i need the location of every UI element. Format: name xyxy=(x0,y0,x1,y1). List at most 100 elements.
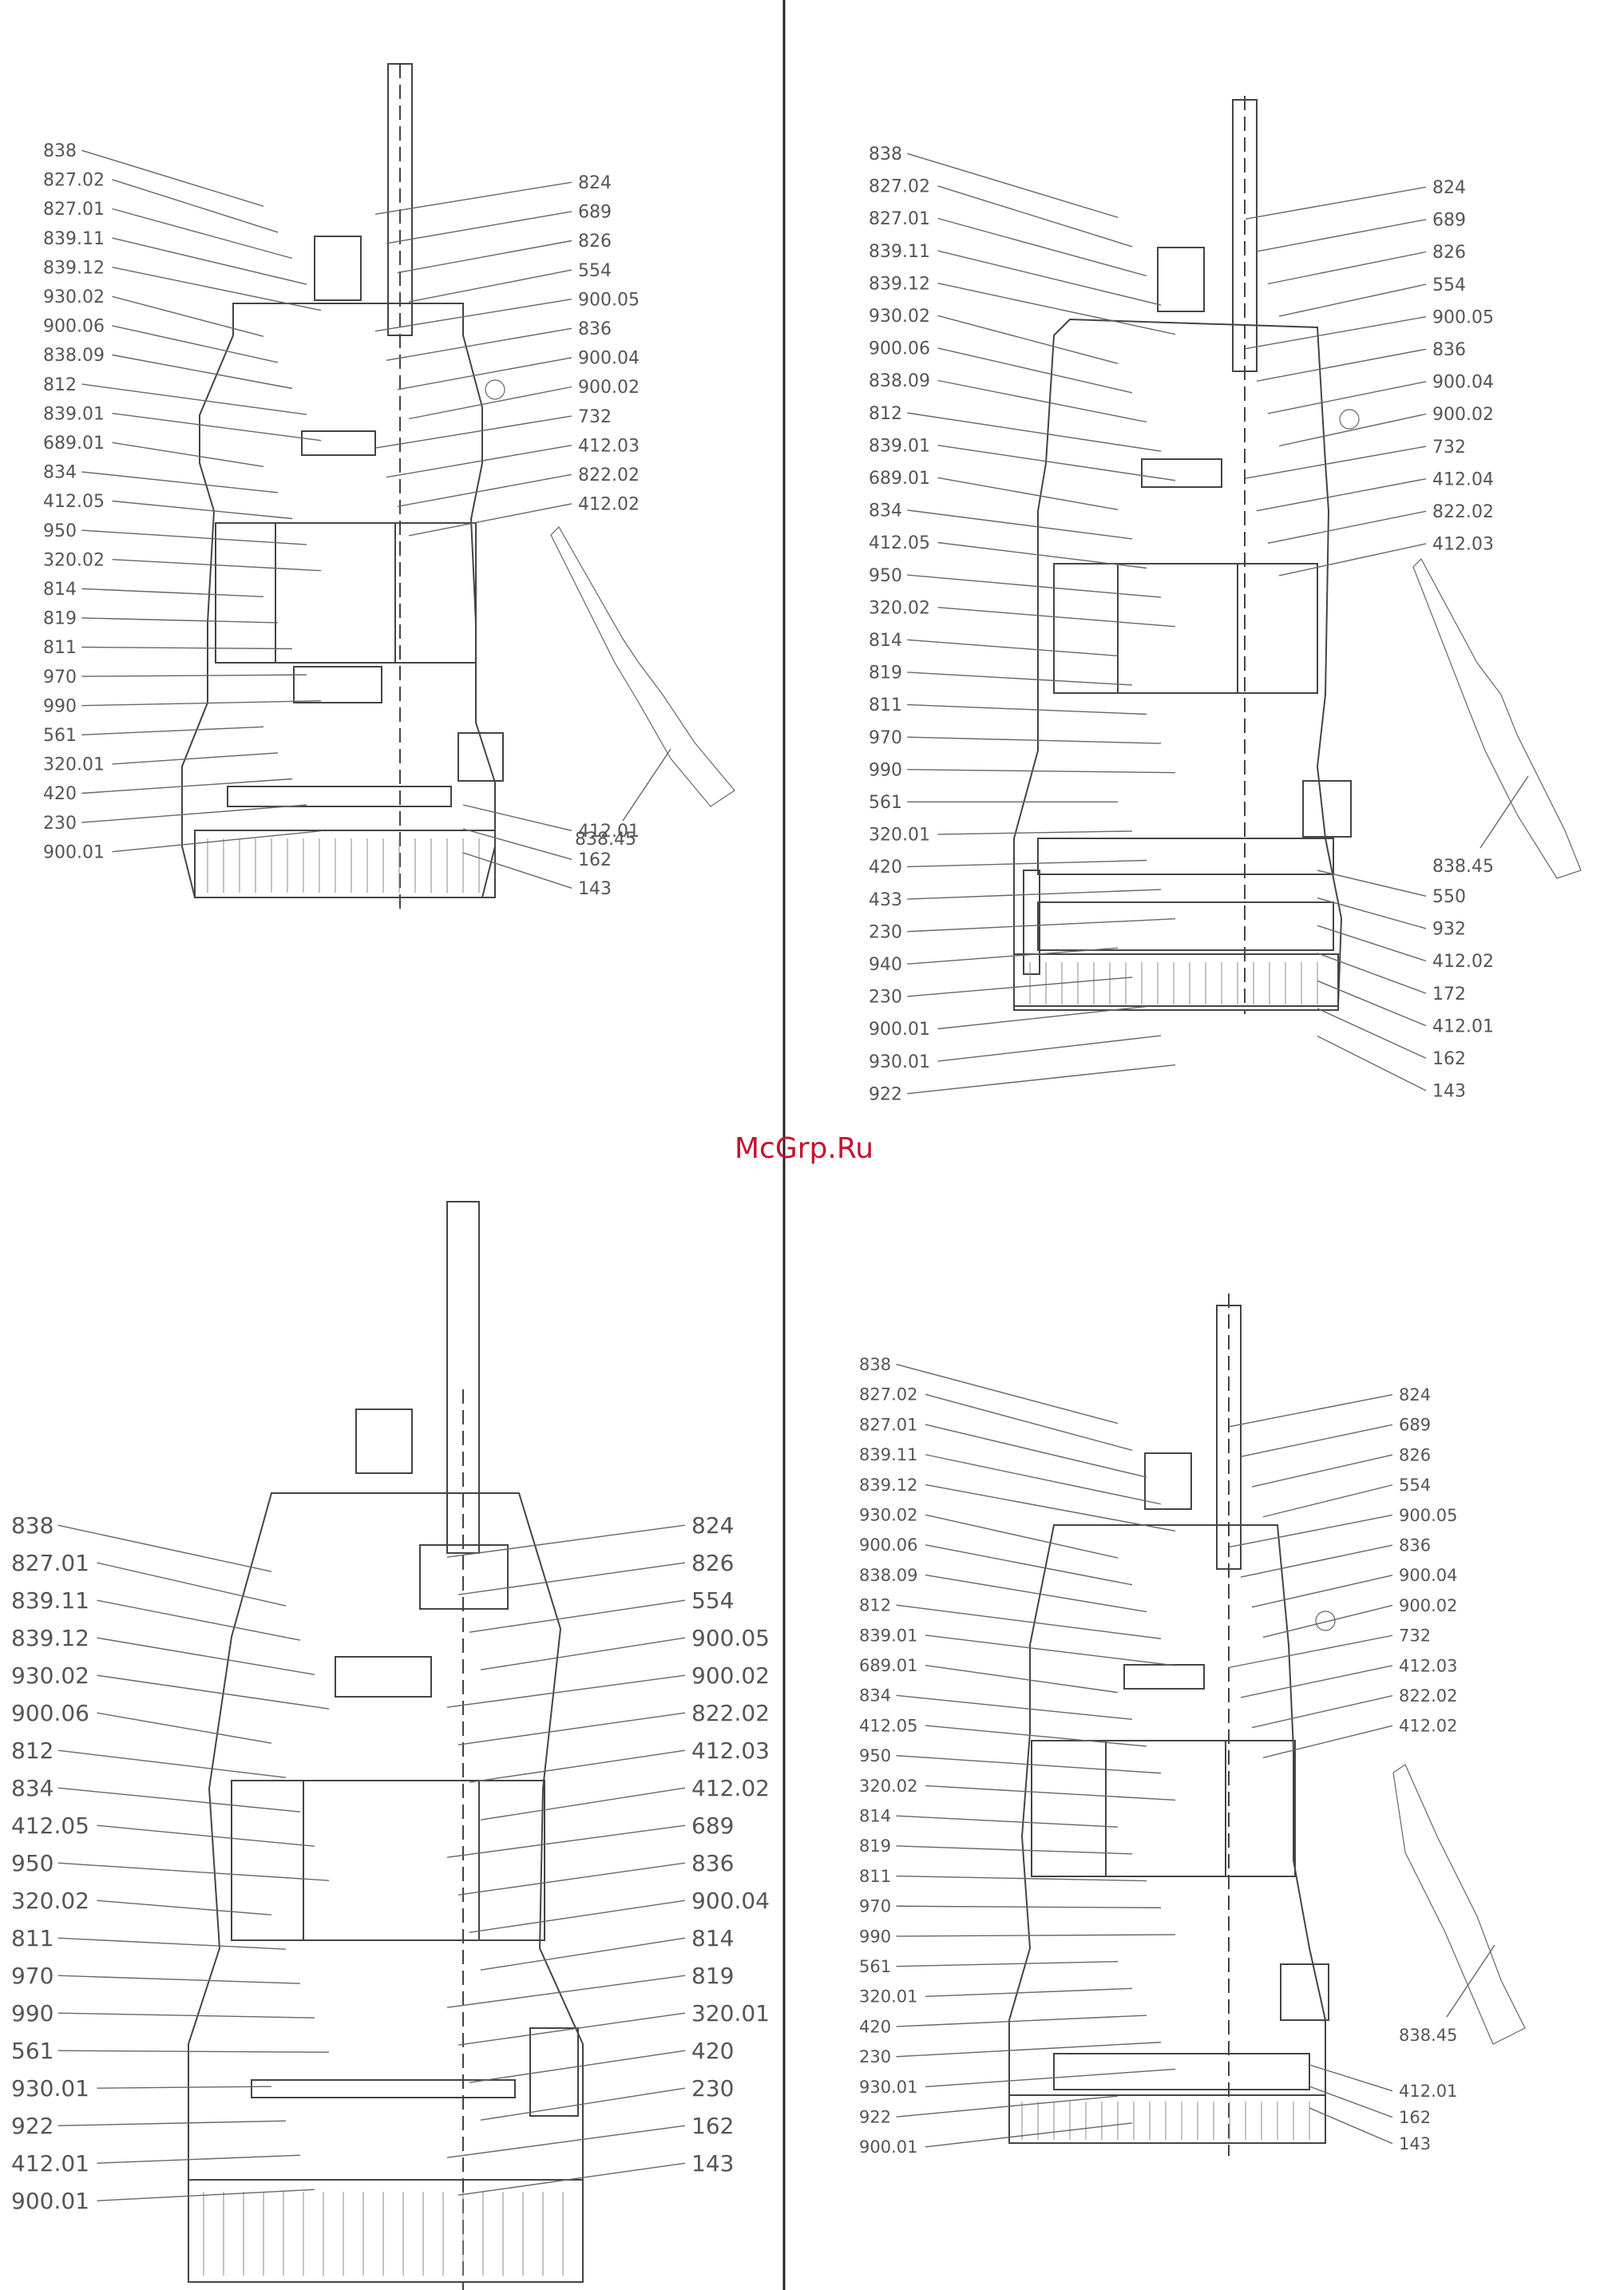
part-label-q1-right-7: 900.02 xyxy=(578,378,640,398)
part-label-q4-right-0: 824 xyxy=(1399,1385,1431,1405)
part-label-q3-left-18: 900.01 xyxy=(11,2188,89,2214)
part-label-q3-right-16: 162 xyxy=(691,2113,734,2139)
leader-line-q1-right-11 xyxy=(408,503,572,537)
leader-line-q4-right-10 xyxy=(1251,1694,1393,1729)
leader-line-q1-left-1 xyxy=(112,179,279,233)
leader-line-q2-right-3 xyxy=(1278,283,1427,317)
part-label-q4-left-19: 990 xyxy=(859,1927,891,1946)
part-label-q1-right-6: 900.04 xyxy=(578,349,640,369)
part-label-q3-right-0: 824 xyxy=(691,1512,734,1539)
part-label-q4-bottom-1: 162 xyxy=(1399,2108,1431,2127)
leader-line-q3-left-17 xyxy=(97,2154,301,2164)
part-label-q4-left-3: 839.11 xyxy=(859,1445,917,1464)
leader-line-q2-cable-0 xyxy=(1479,775,1529,849)
leader-line-q1-bottom-0 xyxy=(462,804,572,831)
part-label-q4-left-2: 827.01 xyxy=(859,1415,917,1434)
part-label-q1-right-11: 412.02 xyxy=(578,495,640,515)
part-label-q2-bottom-4: 412.01 xyxy=(1432,1016,1494,1036)
part-label-q4-left-9: 839.01 xyxy=(859,1626,917,1645)
leader-line-q2-left-22 xyxy=(907,859,1147,868)
part-label-q3-left-8: 412.05 xyxy=(11,1813,89,1839)
part-label-q3-left-1: 827.01 xyxy=(11,1550,89,1576)
leader-line-q3-right-4 xyxy=(446,1674,686,1708)
part-label-q4-bottom-0: 412.01 xyxy=(1399,2082,1457,2101)
part-label-q2-left-16: 819 xyxy=(869,664,902,683)
part-label-q2-left-1: 827.02 xyxy=(869,177,930,197)
leader-line-q2-right-10 xyxy=(1267,510,1427,544)
part-label-q4-right-11: 412.02 xyxy=(1399,1717,1457,1736)
leader-line-q3-left-2 xyxy=(97,1599,301,1641)
pump-drawing-4 xyxy=(1008,1294,1526,2156)
part-label-q3-right-13: 320.01 xyxy=(691,2000,770,2027)
part-label-q2-left-22: 420 xyxy=(869,858,902,878)
part-label-q4-left-14: 320.02 xyxy=(859,1777,917,1796)
part-label-q3-right-14: 420 xyxy=(691,2038,734,2064)
part-label-q4-left-12: 412.05 xyxy=(859,1716,917,1735)
part-label-q3-left-13: 990 xyxy=(11,2000,53,2027)
leader-line-q1-left-13 xyxy=(81,529,307,545)
pump-drawing-2 xyxy=(1013,96,1582,1014)
leader-line-q1-left-23 xyxy=(81,804,307,823)
label-layer: 838827.02827.01839.11839.12930.02900.068… xyxy=(11,141,1529,2214)
leader-line-q4-left-7 xyxy=(925,1574,1147,1613)
part-label-q1-left-16: 819 xyxy=(43,609,77,629)
leader-line-q3-left-12 xyxy=(57,1975,301,1984)
leader-line-q3-left-16 xyxy=(57,2120,287,2126)
leader-line-q2-left-3 xyxy=(937,250,1162,306)
leader-line-q2-left-23 xyxy=(907,889,1162,900)
leader-line-q2-bottom-0 xyxy=(1317,870,1427,897)
part-label-q2-right-4: 900.05 xyxy=(1432,307,1494,327)
part-label-q1-left-18: 970 xyxy=(43,668,77,687)
leader-line-q2-left-0 xyxy=(907,153,1119,218)
part-label-q1-left-8: 812 xyxy=(43,375,77,395)
part-label-q2-bottom-1: 932 xyxy=(1432,920,1466,940)
part-label-q2-cable-0: 838.45 xyxy=(1432,857,1494,877)
part-label-q3-left-10: 320.02 xyxy=(11,1888,89,1914)
leader-line-q4-left-23 xyxy=(896,2042,1162,2058)
leader-line-q2-bottom-3 xyxy=(1317,953,1427,994)
part-label-q3-left-4: 930.02 xyxy=(11,1662,89,1689)
part-label-q3-left-11: 811 xyxy=(11,1925,53,1951)
leader-line-q4-left-10 xyxy=(925,1664,1119,1694)
leader-line-q2-left-25 xyxy=(907,947,1119,965)
leader-line-q3-left-9 xyxy=(57,1862,330,1881)
part-label-q3-right-5: 822.02 xyxy=(691,1700,770,1726)
part-label-q2-left-26: 230 xyxy=(869,988,902,1008)
part-label-q1-left-1: 827.02 xyxy=(43,171,105,191)
leader-line-q2-left-5 xyxy=(937,315,1119,364)
leader-line-q2-right-9 xyxy=(1256,478,1427,512)
part-label-q4-right-8: 732 xyxy=(1399,1626,1431,1646)
part-label-q4-right-6: 900.04 xyxy=(1399,1566,1457,1585)
part-label-q3-left-15: 930.01 xyxy=(11,2075,89,2102)
part-label-q2-left-6: 900.06 xyxy=(869,339,930,359)
leader-line-q2-right-5 xyxy=(1256,348,1427,382)
leader-line-q4-right-8 xyxy=(1229,1634,1393,1668)
part-label-q1-left-11: 834 xyxy=(43,463,77,483)
leader-line-q3-left-18 xyxy=(97,2189,315,2201)
leader-line-q4-left-6 xyxy=(925,1544,1133,1586)
leader-line-q1-left-24 xyxy=(112,830,322,853)
leader-line-q4-left-0 xyxy=(896,1363,1119,1424)
leader-line-q2-bottom-1 xyxy=(1317,897,1427,929)
part-label-q2-left-4: 839.12 xyxy=(869,274,930,294)
leader-line-q1-left-9 xyxy=(112,413,322,442)
leader-line-q4-left-15 xyxy=(896,1815,1119,1828)
leader-line-q4-left-5 xyxy=(925,1514,1119,1559)
part-label-q2-left-19: 990 xyxy=(869,760,902,780)
part-label-q4-left-7: 838.09 xyxy=(859,1566,917,1585)
part-label-q1-right-1: 689 xyxy=(578,203,612,223)
leader-line-q2-left-9 xyxy=(937,445,1176,481)
part-label-q1-left-5: 930.02 xyxy=(43,287,105,307)
leader-line-q4-bottom-1 xyxy=(1309,2086,1393,2118)
leader-line-q3-right-14 xyxy=(469,2050,686,2083)
part-label-q4-left-15: 814 xyxy=(859,1807,891,1826)
leader-line-q2-right-6 xyxy=(1267,381,1427,414)
leader-line-q3-right-17 xyxy=(457,2162,686,2196)
part-label-q1-left-14: 320.02 xyxy=(43,550,105,570)
part-label-q3-right-17: 143 xyxy=(691,2150,734,2177)
part-label-q2-left-24: 230 xyxy=(869,922,902,942)
leader-line-q4-left-16 xyxy=(896,1845,1133,1855)
part-label-q2-left-2: 827.01 xyxy=(869,209,930,229)
leader-line-q4-right-2 xyxy=(1251,1454,1393,1488)
part-label-q4-left-24: 930.01 xyxy=(859,2078,917,2097)
